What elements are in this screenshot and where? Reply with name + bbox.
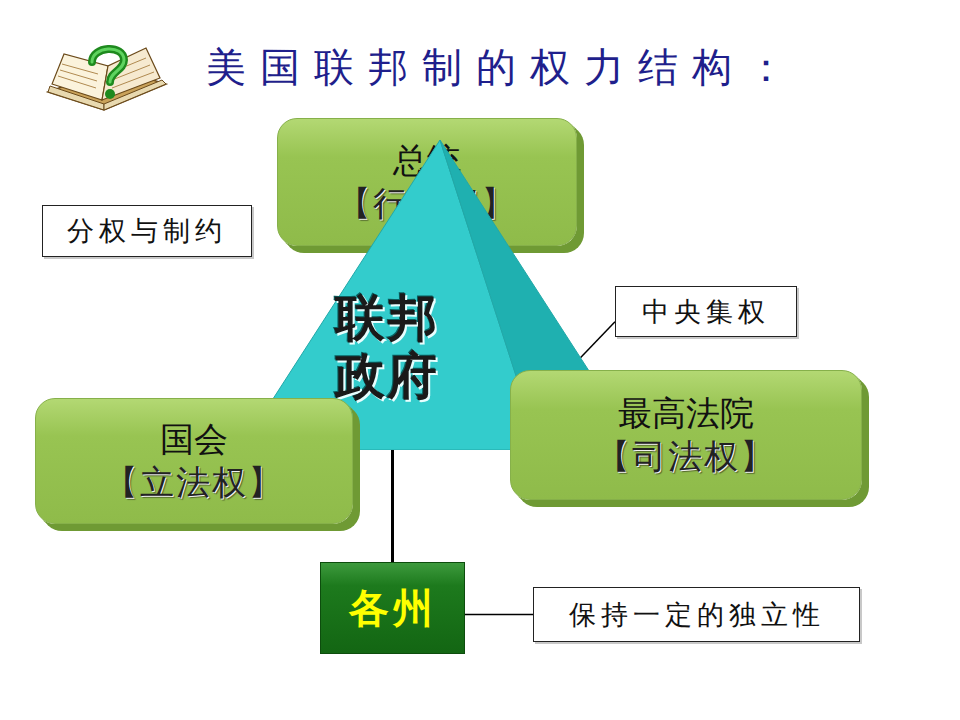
diagram-title: 美国联邦制的权力结构： [206, 40, 800, 95]
book-icon [42, 40, 172, 132]
node-label: 最高法院 [618, 392, 754, 435]
node-label: 保持一定的独立性 [569, 597, 825, 633]
node-label: 分权与制约 [67, 213, 227, 249]
note-box: 中央集权 [615, 286, 797, 337]
node-sublabel: 【立法权】 [104, 460, 284, 504]
node-label: 国会 [160, 418, 228, 461]
connector-line [580, 322, 615, 358]
note-box: 保持一定的独立性 [533, 587, 860, 642]
node-label: 联邦 政府 [332, 290, 442, 405]
legislative-box: 国会【立法权】 [35, 398, 353, 524]
states-box: 各州 [320, 562, 465, 654]
note-box: 分权与制约 [42, 205, 252, 257]
connector-line [465, 614, 533, 616]
judicial-box: 最高法院【司法权】 [510, 370, 862, 500]
node-sublabel: 【司法权】 [596, 434, 776, 478]
node-label: 中央集权 [642, 294, 770, 330]
node-label: 各州 [349, 581, 437, 636]
connector-line [391, 450, 394, 562]
